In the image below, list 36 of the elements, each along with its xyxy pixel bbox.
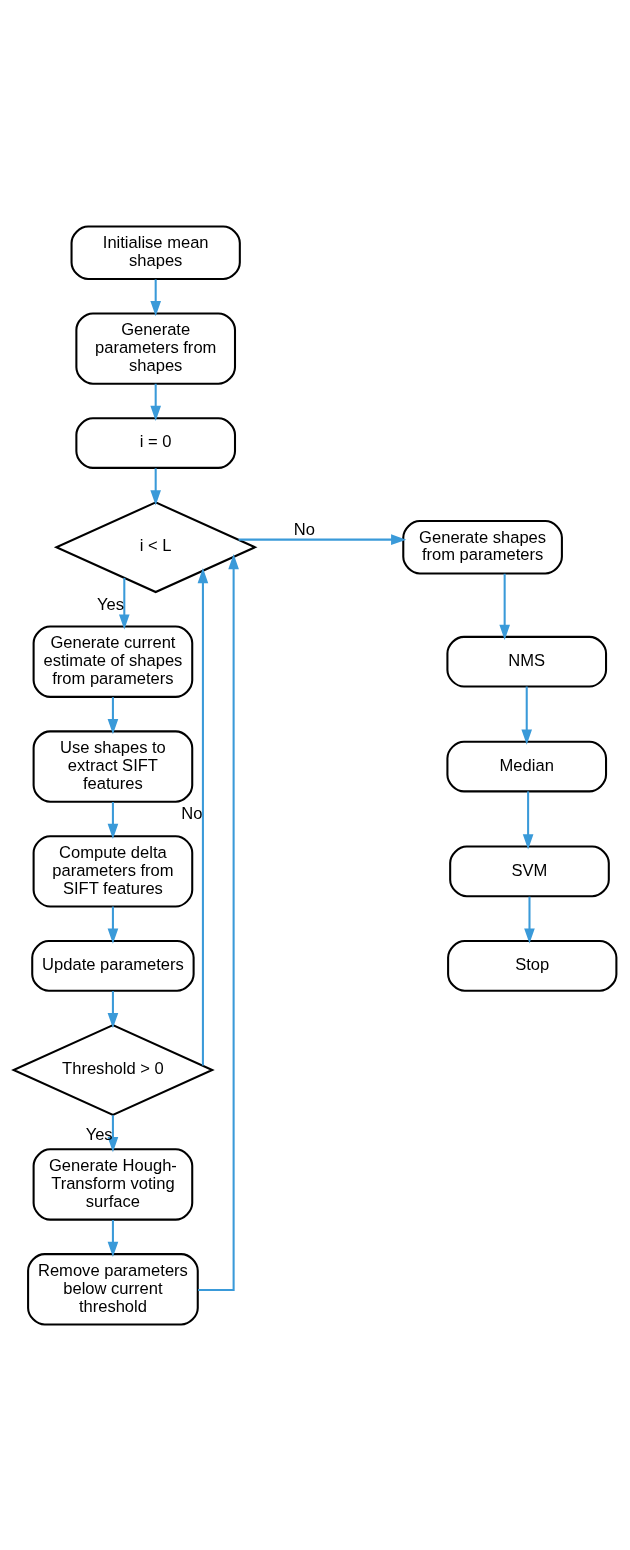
arrow [107, 1114, 119, 1152]
arrow [522, 790, 534, 849]
node-box: NMS [446, 635, 608, 688]
arrow [119, 577, 130, 630]
node-box: SVM [449, 845, 610, 897]
node-box: Update parameters [31, 939, 195, 992]
arrow [107, 1219, 119, 1257]
arrow [197, 567, 209, 1065]
edge-label: Yes [85, 1124, 113, 1144]
arrow [107, 801, 119, 839]
edge-label: No [293, 519, 315, 539]
arrow [521, 686, 533, 745]
arrow [107, 906, 119, 944]
arrow [198, 553, 239, 1291]
node-box: Generate Hough-Transform voting surface [32, 1147, 194, 1221]
node-box: Initialise mean shapes [70, 225, 241, 280]
node-diamond: i < L [53, 500, 258, 593]
arrow [150, 278, 161, 316]
edge-label: No [181, 803, 203, 823]
node-box: Median [446, 740, 608, 792]
arrow [524, 896, 535, 944]
arrow [238, 533, 407, 545]
arrow [150, 383, 161, 421]
arrow [107, 990, 119, 1028]
arrow [150, 467, 161, 505]
node-box: Stop [447, 939, 618, 992]
arrow [499, 573, 510, 640]
node-box: i = 0 [75, 416, 237, 469]
node-box: Generate current estimate of shapes from parameters [32, 625, 194, 698]
node-box: Generate parameters from shapes [75, 311, 237, 385]
node-box: Use shapes to extract SIFT features [32, 729, 194, 803]
node-box: Generate shapes from parameters [402, 519, 563, 574]
node-box: Remove parameters below current threshold [27, 1252, 199, 1325]
node-box: Compute delta parameters from SIFT features [32, 834, 194, 908]
node-diamond: Threshold > 0 [11, 1023, 215, 1116]
arrow [107, 696, 119, 734]
